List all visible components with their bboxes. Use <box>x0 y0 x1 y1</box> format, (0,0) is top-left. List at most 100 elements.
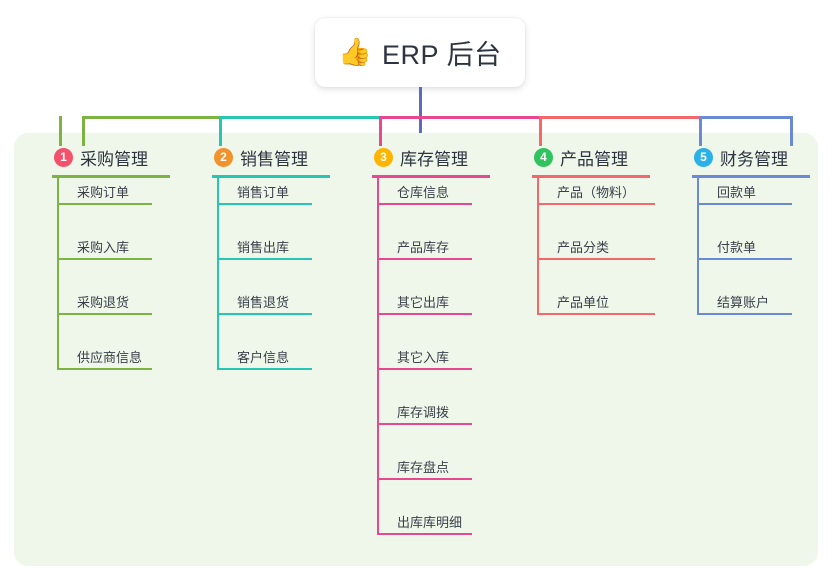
branch-item[interactable]: 采购订单 <box>57 173 152 205</box>
branch-item[interactable]: 采购退货 <box>57 283 152 315</box>
branch-item-rule <box>377 423 472 425</box>
branch-item-rule <box>57 258 152 260</box>
drop-connector-4 <box>539 116 542 146</box>
branch-header-1[interactable]: 1 采购管理 <box>54 145 148 170</box>
branch-header-rule <box>372 175 490 178</box>
branch-item-label: 回款单 <box>717 185 757 200</box>
bus-segment-1 <box>82 116 222 119</box>
branch-item[interactable]: 采购入库 <box>57 228 152 260</box>
root-node-content: 👍 ERP 后台 <box>338 33 501 72</box>
branch-title: 产品管理 <box>560 150 628 169</box>
branch-item-rule <box>217 203 312 205</box>
branch-header-rule <box>52 175 170 178</box>
branch-item[interactable]: 出库库明细 <box>377 503 472 535</box>
branches-panel <box>14 133 818 566</box>
branch-item-label: 库存调拨 <box>397 405 450 420</box>
branch-item-label: 付款单 <box>717 240 757 255</box>
thumbs-up-icon: 👍 <box>338 37 373 67</box>
branch-spine <box>377 175 379 535</box>
branch-number-badge: 3 <box>374 148 393 167</box>
bus-segment-3 <box>379 116 542 119</box>
branch-item[interactable]: 销售退货 <box>217 283 312 315</box>
bus-segment-5 <box>699 116 793 119</box>
branch-title: 库存管理 <box>400 150 468 169</box>
branch-item[interactable]: 其它出库 <box>377 283 472 315</box>
branch-item-label: 产品单位 <box>557 295 610 310</box>
drop-connector-2 <box>219 116 222 146</box>
branch-item-label: 销售退货 <box>237 295 290 310</box>
branch-title: 销售管理 <box>240 150 308 169</box>
branch-item-rule <box>377 313 472 315</box>
branch-title: 采购管理 <box>80 150 148 169</box>
branch-item[interactable]: 仓库信息 <box>377 173 472 205</box>
branch-title: 财务管理 <box>720 150 788 169</box>
branch-spine <box>697 175 699 315</box>
branch-item-rule <box>57 313 152 315</box>
branch-item[interactable]: 其它入库 <box>377 338 472 370</box>
branch-item[interactable]: 产品单位 <box>537 283 655 315</box>
drop-connector-5 <box>699 116 702 146</box>
branch-spine <box>57 175 59 370</box>
branch-item-label: 仓库信息 <box>397 185 450 200</box>
branch-item[interactable]: 回款单 <box>697 173 792 205</box>
branch-header-4[interactable]: 4 产品管理 <box>534 145 628 170</box>
branch-header-2[interactable]: 2 销售管理 <box>214 145 308 170</box>
branch-item-label: 销售订单 <box>237 185 290 200</box>
branch-header-3[interactable]: 3 库存管理 <box>374 145 468 170</box>
branch-header-rule <box>692 175 810 178</box>
bus-segment-2 <box>219 116 382 119</box>
branch-item[interactable]: 产品分类 <box>537 228 655 260</box>
branch-number-badge: 4 <box>534 148 553 167</box>
branch-item-rule <box>537 313 655 315</box>
branch-item-rule <box>57 203 152 205</box>
branch-item[interactable]: 供应商信息 <box>57 338 152 370</box>
branch-item-rule <box>217 368 312 370</box>
branch-spine <box>537 175 539 315</box>
branch-item-rule <box>217 258 312 260</box>
branch-column-2: 2 销售管理销售订单销售出库销售退货客户信息 <box>190 133 350 588</box>
drop-connector-1 <box>59 116 62 146</box>
branch-item-label: 销售出库 <box>237 240 290 255</box>
branch-item-rule <box>537 258 655 260</box>
branch-item[interactable]: 结算账户 <box>697 283 792 315</box>
branch-item-label: 出库库明细 <box>397 515 463 530</box>
branch-item-label: 采购订单 <box>77 185 130 200</box>
branch-item-rule <box>697 258 792 260</box>
branch-item[interactable]: 销售订单 <box>217 173 312 205</box>
branch-item-label: 产品库存 <box>397 240 450 255</box>
bus-segment-4 <box>539 116 702 119</box>
trunk-connector <box>419 87 422 139</box>
branch-column-1: 1 采购管理采购订单采购入库采购退货供应商信息 <box>30 133 190 588</box>
branch-item[interactable]: 产品（物料） <box>537 173 655 205</box>
branch-item[interactable]: 付款单 <box>697 228 792 260</box>
branch-item[interactable]: 产品库存 <box>377 228 472 260</box>
branch-item[interactable]: 库存盘点 <box>377 448 472 480</box>
branch-item[interactable]: 客户信息 <box>217 338 312 370</box>
branch-header-rule <box>212 175 330 178</box>
branch-item-label: 产品（物料） <box>557 185 636 200</box>
drop-connector-3 <box>379 116 382 146</box>
branch-number-badge: 2 <box>214 148 233 167</box>
branch-item-label: 其它入库 <box>397 350 450 365</box>
branch-header-rule <box>532 175 650 178</box>
branch-item-rule <box>697 203 792 205</box>
branch-item-label: 产品分类 <box>557 240 610 255</box>
branch-item[interactable]: 销售出库 <box>217 228 312 260</box>
branch-item-rule <box>697 313 792 315</box>
branch-number-badge: 1 <box>54 148 73 167</box>
branch-item-label: 其它出库 <box>397 295 450 310</box>
branch-item-rule <box>377 203 472 205</box>
branch-item-rule <box>377 368 472 370</box>
branch-item[interactable]: 库存调拨 <box>377 393 472 425</box>
branch-item-label: 采购入库 <box>77 240 130 255</box>
drop-connector-right-elbow <box>790 116 793 146</box>
branch-item-label: 供应商信息 <box>77 350 143 365</box>
branch-item-rule <box>57 368 152 370</box>
root-node-card[interactable]: 👍 ERP 后台 <box>315 18 525 87</box>
branch-item-label: 结算账户 <box>717 295 770 310</box>
branch-item-label: 客户信息 <box>237 350 290 365</box>
branch-item-label: 库存盘点 <box>397 460 450 475</box>
